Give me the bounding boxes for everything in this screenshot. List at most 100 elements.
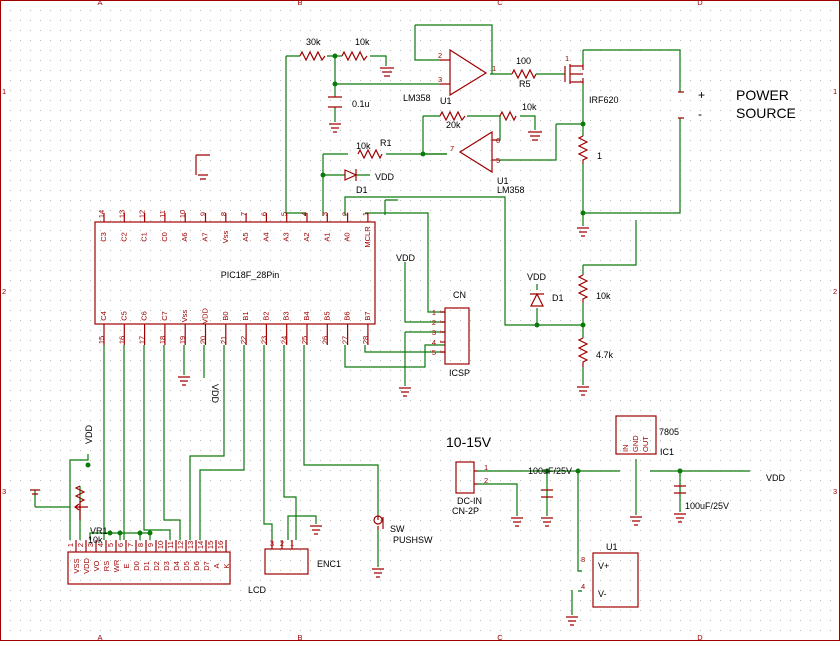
row-label-1-left: 1 — [2, 87, 6, 96]
cap-output-label: 100uF/25V — [685, 501, 729, 511]
capacitor-output — [674, 485, 686, 494]
mcu-bottom-pin-name-28: B7 — [363, 311, 372, 320]
mosfet-pin-1: 1 — [565, 54, 569, 63]
resistor-10k-fb — [499, 110, 517, 122]
switch-part: PUSHSW — [393, 535, 433, 545]
lcd-pin-name-11: D4 — [172, 561, 181, 571]
mcu-top-pin-number-8: 8 — [219, 212, 228, 216]
row-label-3-right: 3 — [833, 487, 837, 496]
mcu-top-pin-number-10: 10 — [178, 210, 187, 218]
mcu-bottom-pin-name-15: C4 — [99, 311, 108, 321]
mcu-top-pin-name-5: A3 — [282, 232, 291, 241]
lcd-pin-name-10: D3 — [162, 561, 171, 571]
mcu-bottom-pins: 15C416C517C618C719Vss20VDD21B022B123B224… — [97, 308, 372, 345]
icsp-part: ICSP — [449, 368, 470, 378]
mcu-top-pin-name-13: C2 — [119, 232, 128, 242]
opamp-b-pin-6: 6 — [496, 136, 500, 145]
col-label-a-top: A — [97, 0, 102, 7]
opamp-b — [458, 130, 500, 174]
lcd-pin-name-12: D5 — [182, 561, 191, 571]
lcd-pin-number-3: 3 — [86, 543, 95, 547]
row-label-2-left: 2 — [2, 287, 6, 296]
u1-vplus: V+ — [598, 561, 609, 571]
lcd-pin-name-4: RS — [102, 561, 111, 571]
diode-mid-ref: D1 — [552, 293, 564, 303]
icsp-pin-number-4: 4 — [432, 338, 436, 347]
mosfet-part: IRF620 — [589, 95, 619, 105]
opamp-b-pin-7: 7 — [450, 144, 454, 153]
vdd-label-diode: VDD — [375, 172, 395, 182]
cap-input-label: 100uF/25V — [528, 466, 572, 476]
shunt-value: 1 — [597, 151, 602, 161]
lcd-pin-name-13: D6 — [192, 561, 201, 571]
label-0.1u: 0.1u — [352, 99, 370, 109]
lcd-pin-name-1: VSS — [72, 558, 81, 573]
vr1-value: 10k — [88, 535, 103, 545]
lcd-pin-number-2: 2 — [76, 543, 85, 547]
r5-ref: R5 — [519, 79, 531, 89]
switch-ref: SW — [390, 524, 405, 534]
mcu-bottom-pin-name-27: B6 — [343, 311, 352, 320]
lcd-pin-number-1: 1 — [66, 543, 75, 547]
diode-top — [344, 169, 358, 181]
capacitor-0.1u — [328, 96, 342, 108]
mcu-bottom-pin-number-22: 22 — [239, 336, 248, 344]
opamp-a-ref: U1 — [440, 96, 452, 106]
lcd-pin-number-9: 9 — [146, 543, 155, 547]
diode-mid — [530, 292, 544, 307]
dc-in-pins — [474, 470, 478, 485]
u1-power-body — [592, 552, 639, 608]
regulator-pin-in: IN — [621, 445, 630, 453]
mcu-bottom-pin-name-25: B4 — [302, 311, 311, 320]
input-voltage-label: 10-15V — [446, 434, 492, 450]
lcd-pin-name-3: VO — [92, 560, 101, 571]
mcu-bottom-pin-name-18: C7 — [160, 311, 169, 321]
u1-pin-8: 8 — [581, 555, 585, 564]
row-label-3-left: 3 — [2, 487, 6, 496]
lcd-pin-name-9: D2 — [152, 561, 161, 571]
lcd-body — [67, 551, 231, 585]
regulator-7805-body — [615, 415, 657, 455]
mcu-bottom-pin-number-24: 24 — [280, 336, 289, 344]
mcu-bottom-pin-number-27: 27 — [341, 336, 350, 344]
power-plus: + — [698, 88, 705, 102]
mcu-bottom-pin-name-20: VDD — [201, 308, 210, 324]
regulator-ref: IC1 — [660, 447, 674, 457]
icsp-pin-number-2: 2 — [432, 318, 436, 327]
mcu-top-pin-number-14: 14 — [97, 210, 106, 218]
ground-symbols — [30, 67, 686, 626]
col-label-c-bottom: C — [497, 633, 503, 641]
resistor-divider-top — [577, 274, 589, 303]
mcu-bottom-pin-number-28: 28 — [361, 336, 370, 344]
row-label-2-right: 2 — [833, 287, 837, 296]
lcd-pin-name-6: E — [122, 563, 131, 568]
opamp-a-pin-1: 1 — [492, 64, 496, 73]
mcu-top-pin-name-10: A6 — [180, 232, 189, 241]
power-minus: - — [698, 107, 702, 121]
r1-ref: R1 — [380, 138, 392, 148]
mcu-top-pin-name-2: A0 — [343, 232, 352, 241]
lcd-pin-number-4: 4 — [96, 543, 105, 547]
col-label-a-bottom: A — [97, 633, 102, 641]
lcd-pin-number-15: 15 — [206, 541, 215, 549]
mcu-top-pin-number-9: 9 — [199, 212, 208, 216]
junction-dots — [85, 53, 683, 536]
r5-value: 100 — [516, 56, 531, 66]
label-20k: 20k — [446, 120, 461, 130]
mcu-top-pin-name-7: A5 — [241, 232, 250, 241]
resistor-20k — [439, 110, 466, 122]
mcu-top-pin-name-1: MCLR — [363, 226, 372, 248]
lcd-pin-number-13: 13 — [186, 541, 195, 549]
opamp-b-part: LM358 — [497, 185, 525, 195]
lcd-pin-name-14: D7 — [202, 561, 211, 571]
mcu-top-pin-name-3: A1 — [322, 232, 331, 241]
lcd-pin-name-16: K — [222, 563, 231, 568]
mcu-top-pin-name-4: A2 — [302, 232, 311, 241]
mcu-top-pins: 14C313C212C111C010A69A78Vss7A56A45A34A23… — [97, 210, 372, 248]
opamp-b-pin-5: 5 — [496, 156, 500, 165]
mosfet-irf620 — [564, 64, 584, 84]
mcu-top-pin-number-1: 1 — [361, 212, 370, 216]
mcu-top-pin-name-6: A4 — [261, 232, 270, 241]
